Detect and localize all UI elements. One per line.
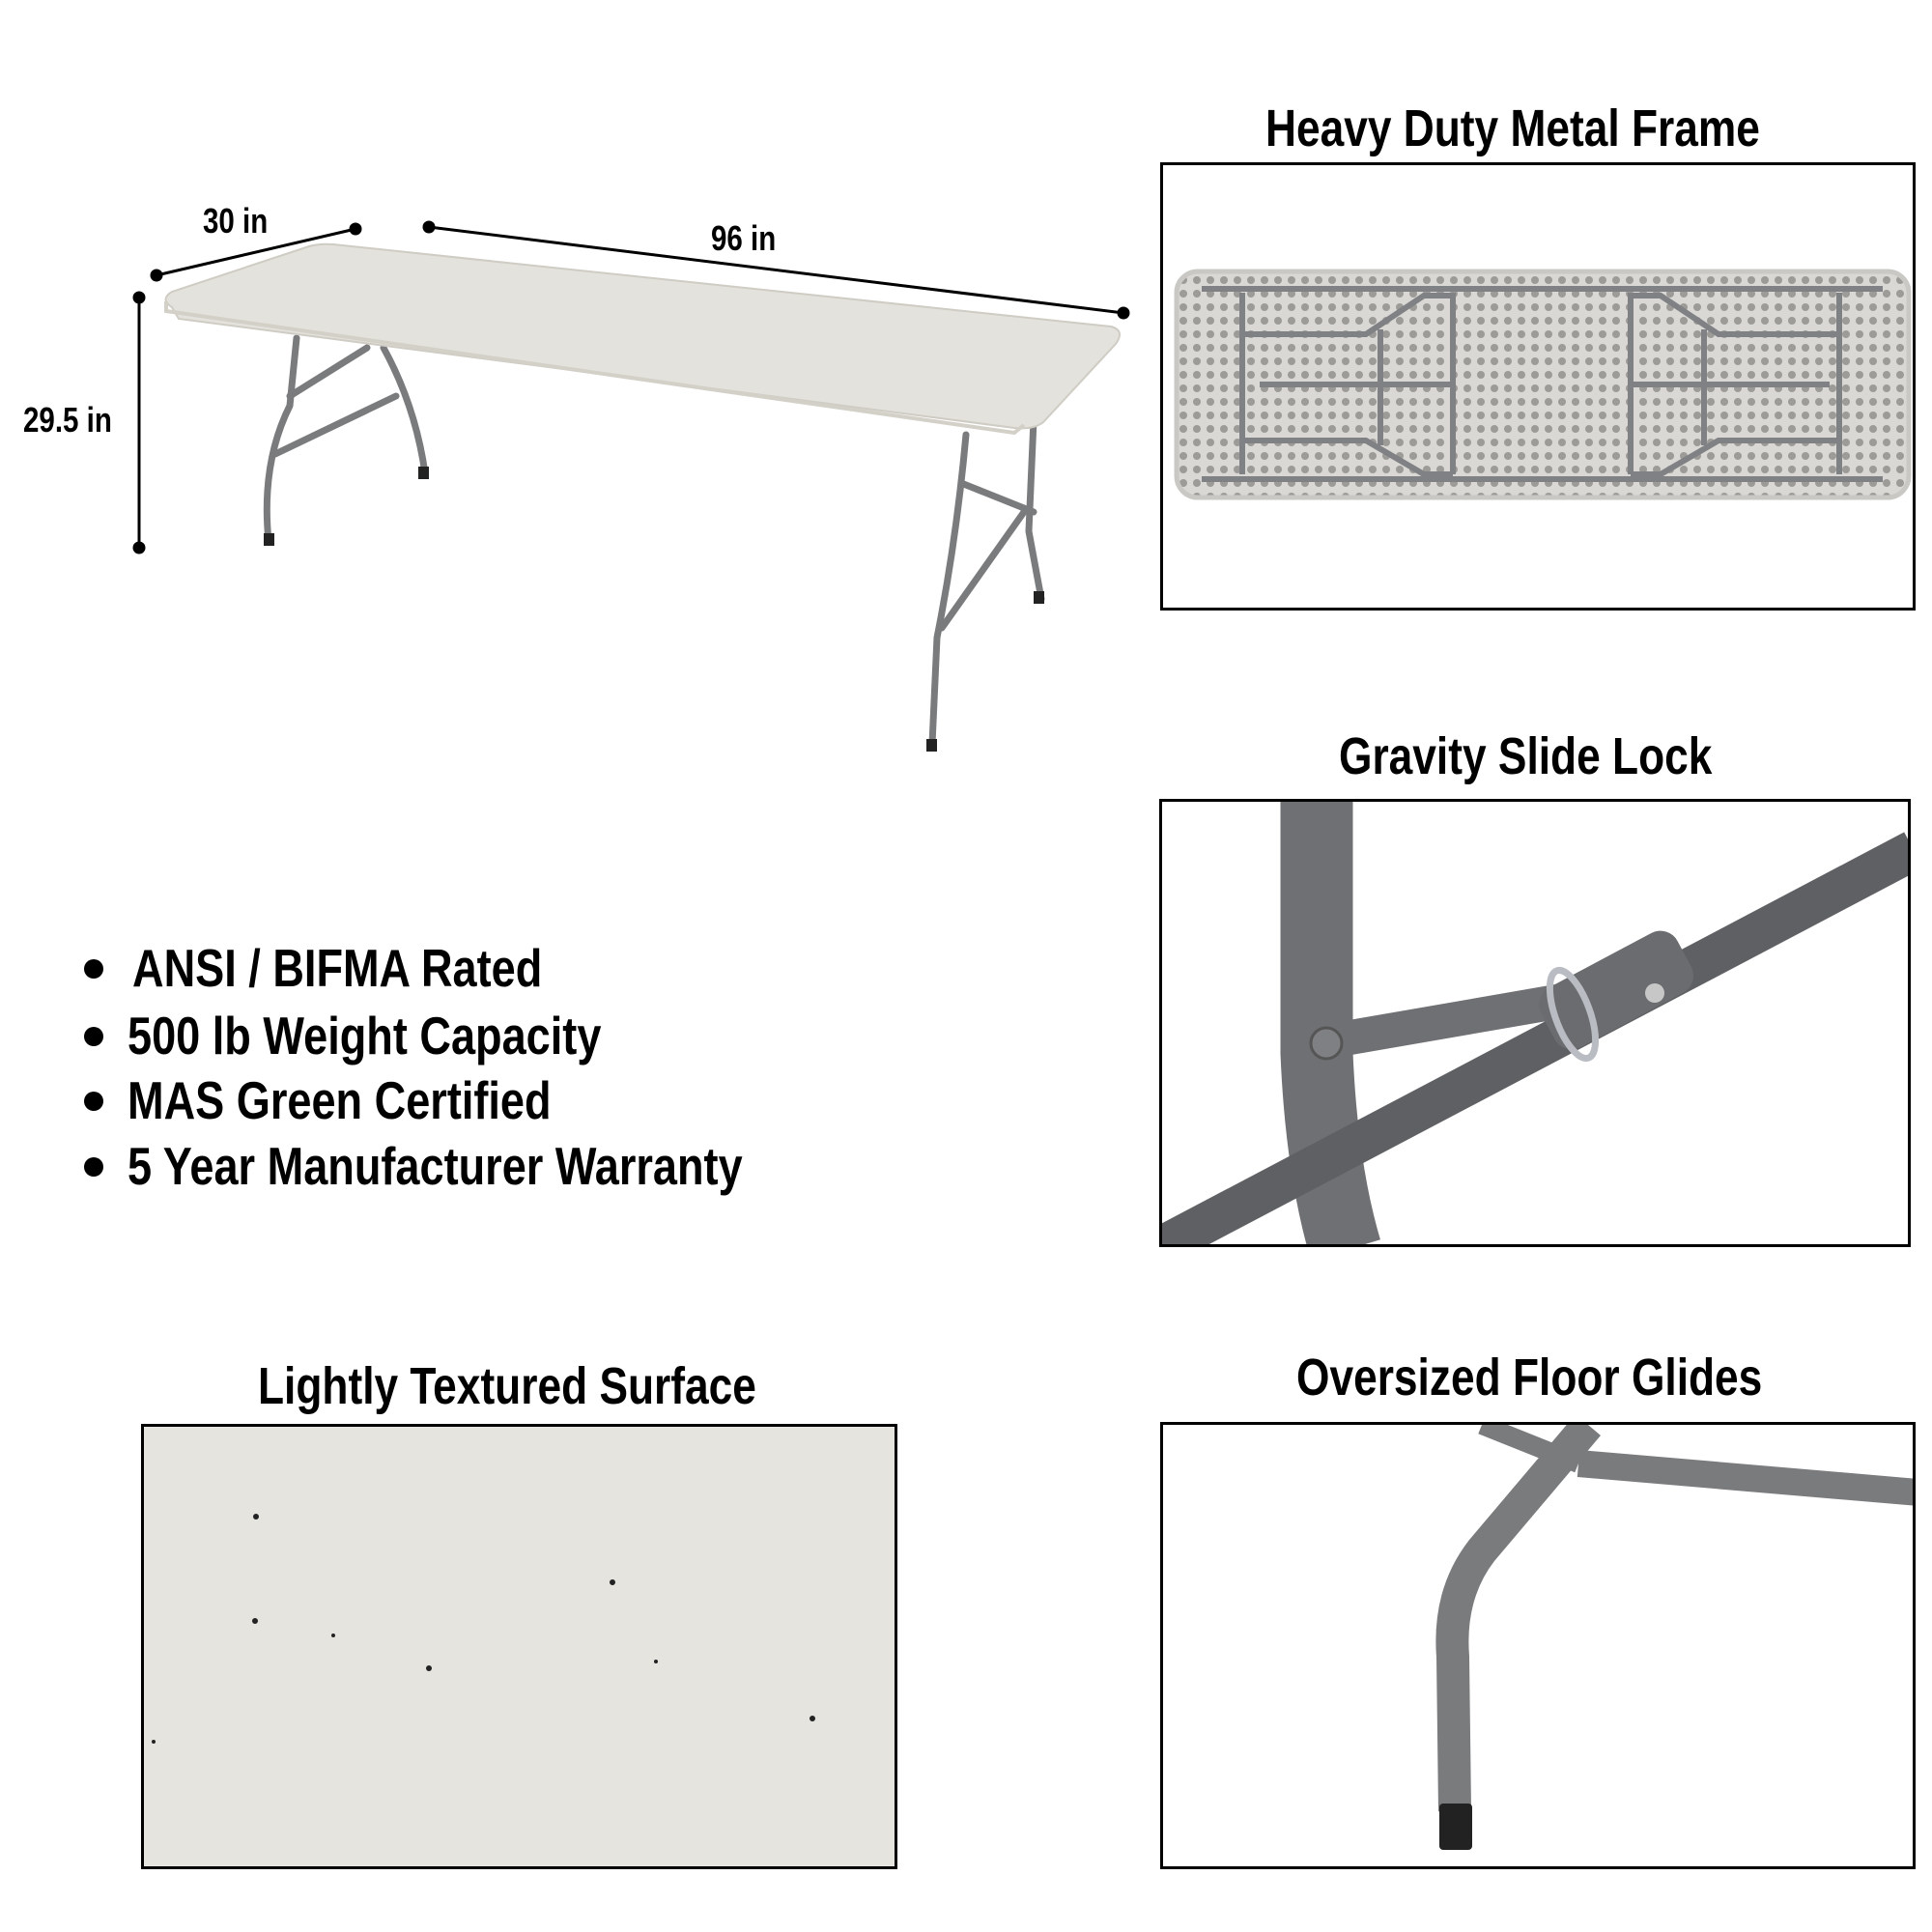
floor-glide-image [1435, 1425, 1913, 1850]
glides-panel [1160, 1422, 1916, 1869]
table-underside-image [1174, 269, 1912, 500]
feature-item: 5 Year Manufacturer Warranty [128, 1136, 743, 1196]
frame-panel-title: Heavy Duty Metal Frame [1265, 99, 1760, 157]
lock-panel-title: Gravity Slide Lock [1339, 727, 1713, 785]
bullet-icon [84, 1027, 103, 1046]
bullet-icon [84, 959, 103, 979]
surface-panel-title: Lightly Textured Surface [258, 1357, 756, 1415]
floor-glides [264, 467, 1044, 752]
feature-item: ANSI / BIFMA Rated [132, 938, 543, 998]
lock-ring [1546, 966, 1600, 1063]
feature-item: 500 lb Weight Capacity [128, 1006, 602, 1065]
lock-panel [1159, 799, 1911, 1247]
feature-item: MAS Green Certified [128, 1070, 552, 1130]
bullet-icon [84, 1092, 103, 1111]
length-label: 96 in [711, 218, 777, 258]
dimension-lines [132, 220, 1130, 554]
surface-texture-image [152, 1514, 815, 1744]
table-illustration [132, 220, 1130, 752]
tabletop [164, 242, 1121, 430]
bullet-icon [84, 1157, 103, 1177]
width-label: 30 in [203, 201, 269, 241]
glides-panel-title: Oversized Floor Glides [1296, 1349, 1763, 1406]
surface-panel [141, 1424, 897, 1869]
frame-panel [1160, 162, 1916, 611]
table-legs [263, 334, 1045, 748]
height-label: 29.5 in [23, 400, 112, 440]
slide-lock-image [1162, 802, 1908, 1244]
